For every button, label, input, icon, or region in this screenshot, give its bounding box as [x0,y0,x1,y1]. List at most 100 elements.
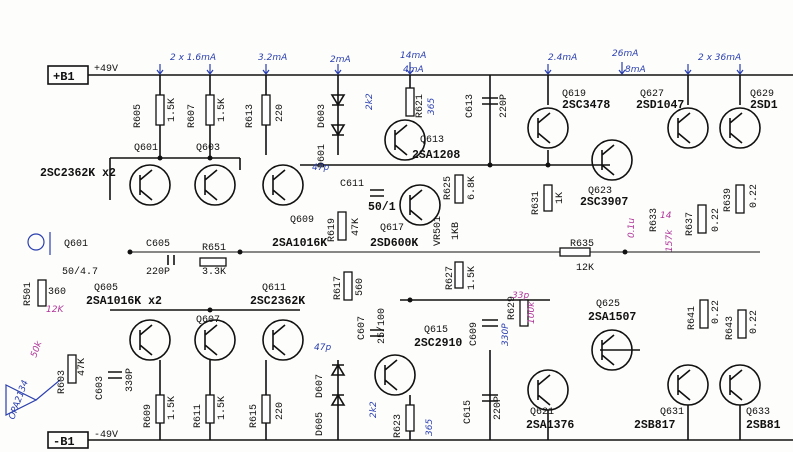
q623-part: 2SC3907 [580,196,628,209]
q627-label: Q627 [640,89,664,100]
transistors-top [129,107,761,226]
hand-100k: 100k [527,301,537,324]
r633-label: R633 [649,208,660,232]
diode-stack-bottom [330,363,346,406]
r603-body [67,354,77,384]
r641-body [699,299,709,329]
c615-plates [482,394,498,402]
top-capacitors [167,97,498,265]
c613-value: 220P [499,94,510,118]
q625-label: Q625 [596,299,620,310]
hand-14: 14 [660,211,672,221]
q629-label: Q629 [750,89,774,100]
hand-33p: 33p [512,291,529,301]
q605-symbol [129,319,171,361]
r635-value: 12K [576,263,594,274]
r629-label: R629 [507,296,518,320]
hand-157k: 157k [665,229,675,252]
bottom-resistors [67,261,747,432]
r625-value: 6.8K [467,176,478,200]
c603-value: 330P [125,368,136,392]
r651-value: 3.3K [202,267,226,278]
q603-symbol [194,164,236,206]
r611-body [205,394,215,424]
r613-body [261,94,271,126]
c603-label: C603 [95,376,106,400]
r631-value: 1K [555,192,566,204]
vr501-label: VR501 [433,216,444,246]
q619-part: 2SC3478 [562,99,610,112]
q617-part: 2SD600K [370,237,418,250]
q625-part: 2SA1507 [588,311,636,324]
hand-47p-top: 47p [312,163,329,173]
q621-part: 2SA1376 [526,419,574,432]
current-c7: 26mA [612,49,638,59]
current-c5: 4mA [403,65,424,75]
q627-part: 2SD1047 [636,99,684,112]
q615-part: 2SC2910 [414,337,462,350]
r639-value: 0.22 [749,184,760,208]
r641-value: 0.22 [711,300,722,324]
r607-label: R607 [187,104,198,128]
q633-label: Q633 [746,407,770,418]
r639-label: R639 [723,188,734,212]
c613-label: C613 [465,94,476,118]
negative-rail: -B1 -49V [47,430,793,449]
c613-plates [482,97,498,105]
q631-label: Q631 [660,407,684,418]
r631-label: R631 [531,191,542,215]
r501-value: 360 [48,287,66,298]
r611-label: R611 [193,404,204,428]
q619-symbol [527,107,569,149]
neg-rail-voltage: -49V [94,430,118,441]
q617-symbol [399,184,441,226]
r627-value: 1.5K [467,266,478,290]
r613-value: 220 [275,104,286,122]
r643-label: R643 [725,316,736,340]
r637-label: R637 [685,212,696,236]
r625-label: R625 [443,176,454,200]
r609-body [155,394,165,424]
c611-plates [370,189,384,197]
r623-value: 365 [425,419,435,436]
q631-part: 2SB817 [634,419,676,432]
current-c8: 8mA [625,65,646,75]
r615-body [261,394,271,424]
q601-near-label: Q601 [64,239,88,250]
r639-body [735,184,745,214]
labels-top: R605 1.5K R607 1.5K R613 220 D603 D601 R… [23,89,778,306]
r609-label: R609 [143,404,154,428]
c609-plates [482,319,498,327]
r629-body [519,299,529,327]
r607-body [205,94,215,126]
c609-label: C609 [469,322,480,346]
q605-part: 2SA1016K x2 [86,295,162,308]
r643-value: 0.22 [749,310,760,334]
current-c2: 3.2mA [258,53,287,63]
hand-2k2-top: 2k2 [365,93,375,110]
r623-label: R623 [393,414,404,438]
r635-label: R635 [570,239,594,250]
r643-body [737,309,747,339]
d601-label: D601 [317,144,328,168]
q607-label: Q607 [196,315,220,326]
c605-label: C605 [146,239,170,250]
c603-plates [108,371,122,379]
q603-label: Q603 [196,143,220,154]
current-c4: 14mA [400,51,426,61]
opamp-handdrawn [5,232,61,416]
q621-label: Q621 [530,407,554,418]
hand-12k: 12K [46,305,64,315]
q613-label: Q613 [420,135,444,146]
current-c9: 2 x 36mA [698,53,741,63]
q615-symbol [374,354,416,396]
q613-symbol [384,119,426,161]
neg-rail-label: -B1 [53,435,75,449]
d603-label: D603 [317,104,328,128]
q601-near-value: 50/4.7 [62,266,98,278]
r603-value: 47K [77,358,88,376]
pos-rail-voltage: +49V [94,64,118,75]
d607-label: D607 [315,374,326,398]
